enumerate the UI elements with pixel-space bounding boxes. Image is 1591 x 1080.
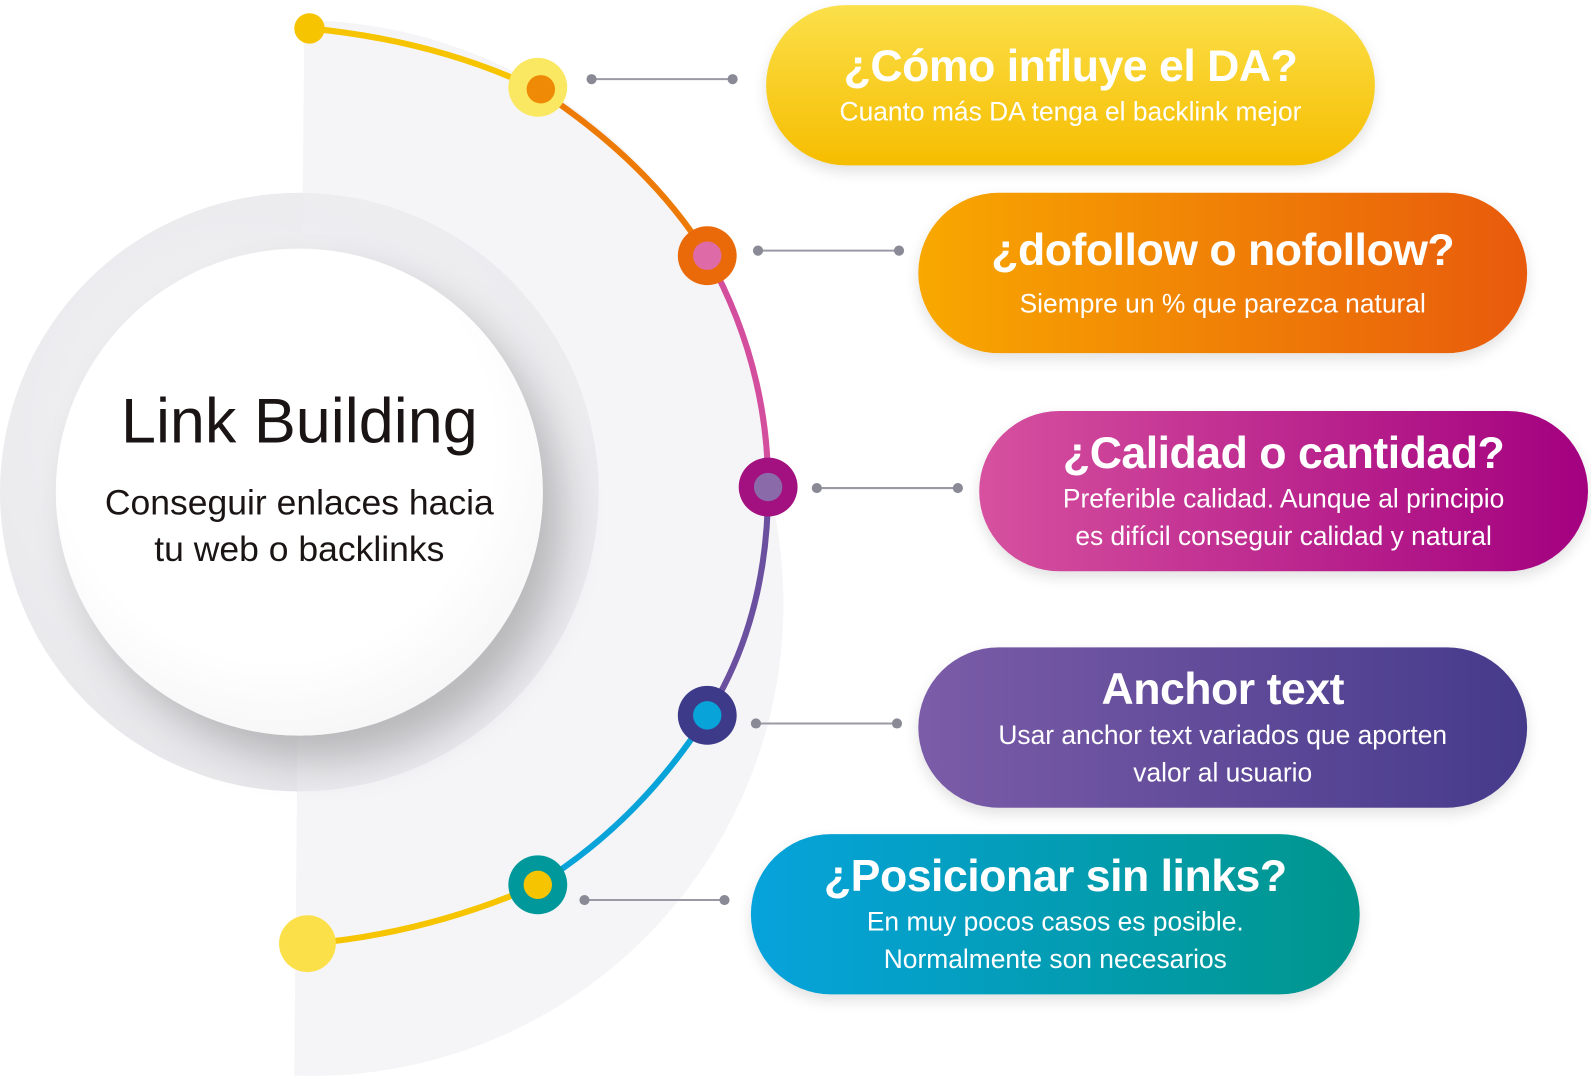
item-pill-dofollow: ¿dofollow o nofollow? Siempre un % que p… [918, 192, 1528, 354]
item-pill-anchor: Anchor text Usar anchor text variados qu… [918, 647, 1528, 808]
item-text: valor al usuario [1133, 756, 1313, 788]
item-title: ¿dofollow o nofollow? [991, 224, 1455, 275]
center-circle: Link Building Conseguir enlaces hacia tu… [55, 248, 543, 736]
center-description: Conseguir enlaces hacia tu web o backlin… [56, 480, 543, 573]
item-pill-calidad: ¿Calidad o cantidad? Preferible calidad.… [979, 410, 1589, 572]
item-title: ¿Cómo influye el DA? [843, 41, 1298, 91]
item-text: Cuanto más DA tenga el backlink mejor [839, 95, 1302, 127]
item-text: En muy pocos casos es posible. [866, 906, 1244, 937]
item-pill-sin-links: ¿Posicionar sin links? En muy pocos caso… [750, 834, 1360, 995]
item-title: ¿Posicionar sin links? [823, 851, 1287, 902]
item-text: es difícil conseguir calidad y natural [1075, 520, 1492, 551]
item-title: Anchor text [1101, 664, 1344, 715]
item-text: Usar anchor text variados que aporten [998, 719, 1448, 750]
center-title: Link Building [120, 386, 478, 457]
item-title: ¿Calidad o cantidad? [1062, 428, 1505, 478]
item-text: Normalmente son necesarios [883, 943, 1227, 975]
item-text: Preferible calidad. Aunque al principio [1062, 482, 1505, 514]
center-line: tu web o backlinks [154, 529, 445, 570]
arc-segment-yellow-bottom [306, 881, 541, 947]
endpoint-dot-top [294, 13, 325, 44]
center-line: Conseguir enlaces hacia [104, 482, 494, 523]
endpoint-dot-bottom [279, 915, 336, 973]
arc-segment-blue [534, 712, 711, 888]
timeline-nodes [508, 57, 798, 915]
item-pill-da: ¿Cómo influye el DA? Cuanto más DA tenga… [766, 5, 1375, 166]
arc-segment-pink [704, 252, 772, 491]
item-text: Siempre un % que parezca natural [1019, 287, 1426, 319]
